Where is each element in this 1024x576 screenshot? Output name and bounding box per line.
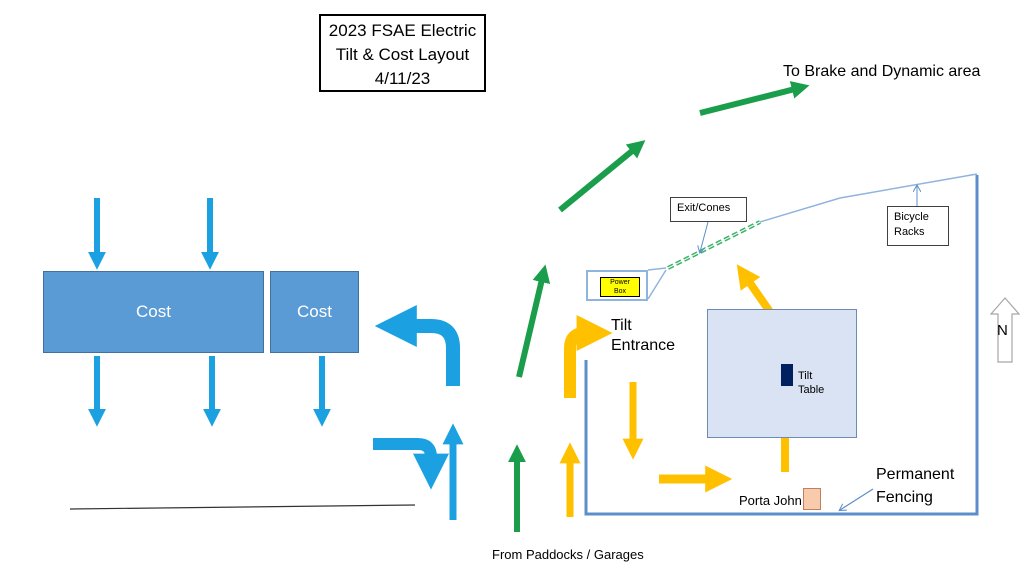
north-arrow-icon [990, 297, 1020, 363]
callout-pointer [840, 488, 874, 510]
tilt-table-line-2: Table [798, 384, 825, 396]
bicycle-racks-callout: Bicycle Racks [887, 206, 949, 246]
turn-down-arrow-icon [373, 438, 449, 490]
title-line-3: 4/11/23 [374, 69, 431, 88]
exit-cones-label: Exit/Cones [677, 202, 731, 214]
tilt-table-line-1: Tilt [798, 370, 813, 382]
turn-left-arrow-icon [374, 305, 460, 386]
bicycle-racks-line-1: Bicycle [894, 211, 929, 223]
cost-area-label: Cost [136, 302, 171, 321]
tilt-entrance-line-1: Tilt [611, 317, 632, 334]
cost-area-label: Cost [297, 302, 332, 321]
cost-area-large: Cost [43, 271, 264, 353]
arrow-right-icon [699, 81, 810, 116]
exit-cones-callout: Exit/Cones [670, 197, 747, 222]
exit-cones-line [667, 220, 761, 270]
callout-pointer [700, 221, 709, 252]
title-line-2: Tilt & Cost Layout [335, 45, 470, 64]
cost-exit-arrows [88, 356, 331, 427]
title-line-1: 2023 FSAE Electric [328, 21, 477, 40]
tilt-table [781, 364, 793, 386]
cost-entry-arrows [88, 198, 219, 270]
permanent-fencing-label: Permanent Fencing [876, 463, 954, 509]
bicycle-racks-line-2: Racks [894, 226, 925, 238]
to-brake-label: To Brake and Dynamic area [783, 63, 981, 80]
arrow-upright-icon [558, 140, 646, 213]
tilt-entrance-label: Tilt Entrance [611, 316, 675, 356]
divider-line [69, 504, 416, 510]
tilt-entrance-line-2: Entrance [611, 337, 676, 354]
diagram-title: 2023 FSAE Electric Tilt & Cost Layout 4/… [319, 14, 486, 92]
tilt-table-label: Tilt Table [798, 369, 824, 397]
power-box: Power Box [600, 277, 640, 297]
from-paddocks-label: From Paddocks / Garages [492, 547, 644, 562]
cost-area-small: Cost [270, 271, 359, 353]
permanent-fencing-line-1: Permanent [876, 466, 955, 483]
fence-segment [647, 267, 667, 271]
turn-right-arrow-icon [564, 315, 613, 398]
power-box-line-1: Power [610, 279, 630, 286]
porta-john [803, 488, 821, 510]
green-route-arrows [508, 81, 810, 532]
porta-john-label: Porta John [739, 493, 802, 508]
fence-segment [759, 173, 978, 223]
north-label: N [997, 322, 1008, 339]
exit-cones-line-inner [667, 221, 761, 269]
permanent-fencing-line-2: Fencing [876, 489, 933, 506]
permanent-fence [584, 175, 979, 516]
fence-segment [647, 269, 667, 300]
power-box-line-2: Box [613, 288, 627, 295]
arrow-up-icon [516, 264, 551, 378]
